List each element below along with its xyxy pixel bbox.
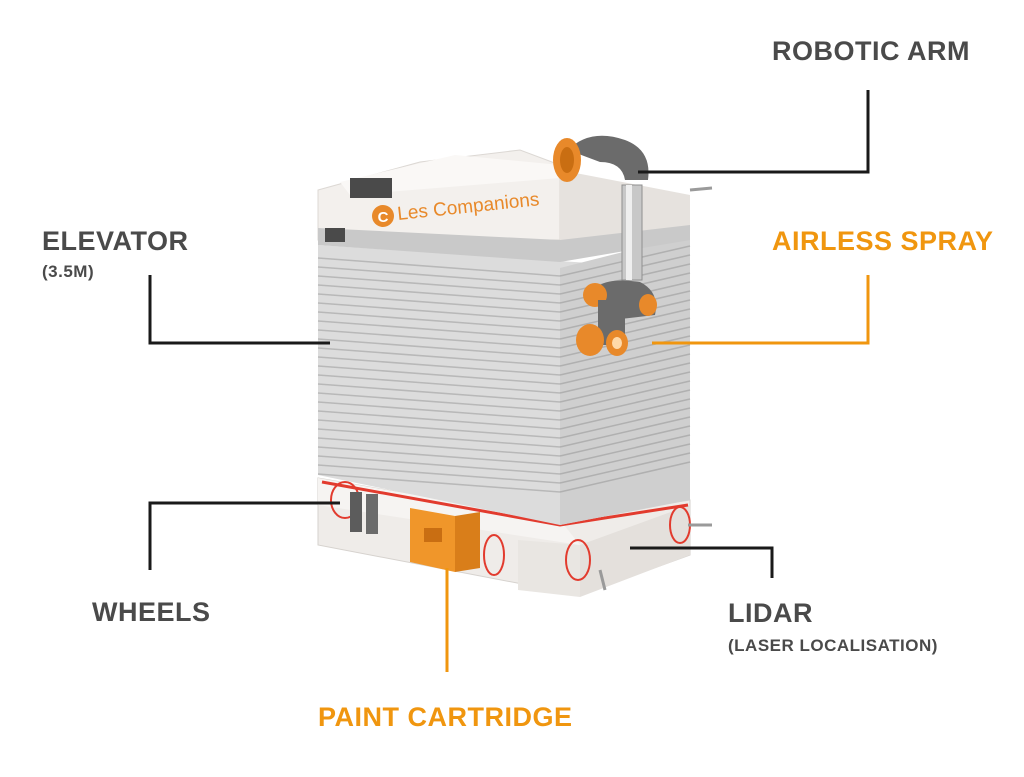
elevator-rib-side — [559, 443, 691, 475]
label-lidar-detail: (LASER LOCALISATION) — [728, 636, 938, 655]
elevator-rib — [317, 365, 561, 385]
elevator-rib — [317, 392, 561, 412]
elevator-rib-side — [559, 362, 691, 394]
elevator-rib — [317, 455, 561, 475]
elevator-rib — [317, 347, 561, 367]
wheel-block-right — [366, 494, 378, 534]
elevator-rib — [317, 473, 561, 493]
elevator-rib — [317, 419, 561, 439]
elevator-rib-side — [559, 398, 691, 430]
elevator-rib-side — [559, 407, 691, 439]
elevator-rib-side — [559, 380, 691, 412]
elevator-rib — [317, 374, 561, 394]
label-paint-cartridge: PAINT CARTRIDGE — [318, 702, 573, 732]
elevator-rib — [317, 302, 561, 322]
leader-lines — [148, 90, 870, 672]
brand-logo-mark — [372, 205, 394, 227]
label-elevator: ELEVATOR — [42, 226, 189, 256]
head-vent — [350, 178, 392, 198]
elevator-rib — [317, 329, 561, 349]
elevator-rib-side — [559, 452, 691, 484]
label-elevator-height: (3.5M) — [42, 262, 95, 281]
elevator-rib-side — [559, 425, 691, 457]
elevator-rib — [317, 338, 561, 358]
elevator-rib — [317, 257, 561, 277]
leader-elevator — [148, 275, 330, 345]
elevator-rib — [317, 275, 561, 295]
brand-logo-letter: C — [378, 209, 389, 226]
elevator-rib — [317, 311, 561, 331]
leader-robotic-arm — [638, 90, 870, 174]
elevator-rib — [317, 356, 561, 376]
elevator-rib-side — [559, 389, 691, 421]
elevator-rib — [317, 383, 561, 403]
elevator-rib-side — [559, 371, 691, 403]
robot-base — [317, 477, 712, 597]
elevator-rib — [317, 293, 561, 313]
elevator-rib — [317, 464, 561, 484]
elevator-rib-side — [559, 416, 691, 448]
label-robotic-arm: ROBOTIC ARM — [772, 36, 970, 66]
elevator-rib — [317, 320, 561, 340]
label-wheels: WHEELS — [92, 597, 211, 627]
wheel-block-left — [350, 492, 362, 532]
elevator-rib — [317, 428, 561, 448]
elevator-rib — [317, 437, 561, 457]
elevator-rib — [317, 266, 561, 286]
elevator-rib-side — [559, 353, 691, 385]
elevator-rib-side — [559, 461, 691, 493]
elevator-rib-side — [559, 344, 691, 376]
arm-wrist-cap — [576, 324, 604, 356]
robotic-arm — [553, 135, 657, 356]
leader-airless-spray — [652, 275, 870, 345]
leader-lidar — [630, 546, 774, 578]
elevator-rib — [317, 446, 561, 466]
elevator-rib-side — [559, 434, 691, 466]
head-port — [325, 228, 345, 242]
arm-shoulder-joint — [568, 135, 649, 180]
elevator-rib — [317, 401, 561, 421]
label-airless-spray: AIRLESS SPRAY — [772, 226, 994, 256]
leader-wheels — [148, 501, 340, 570]
elevator-rib — [317, 410, 561, 430]
elevator-rib — [317, 284, 561, 304]
label-lidar: LIDAR — [728, 598, 813, 628]
